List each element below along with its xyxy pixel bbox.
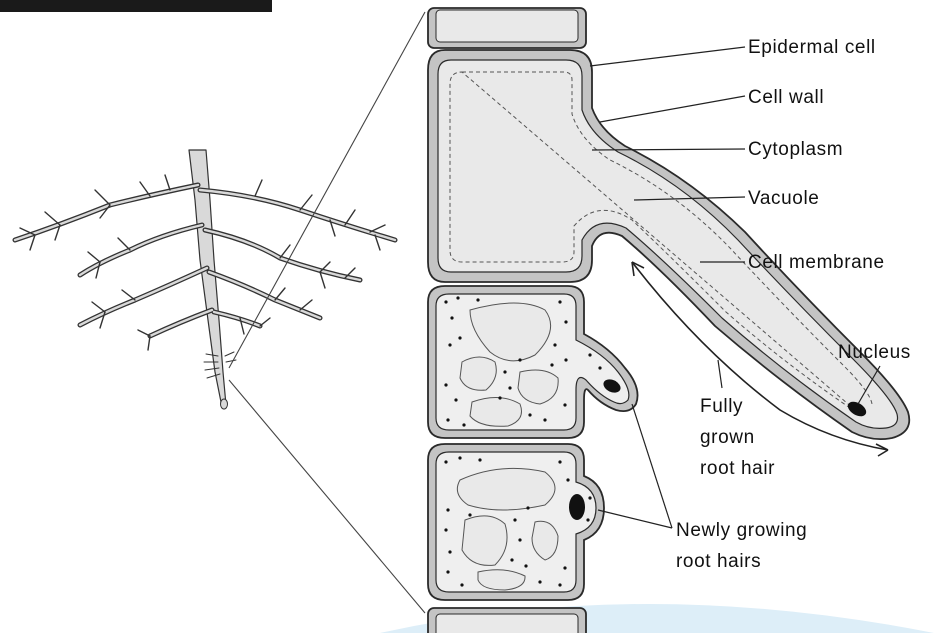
header-bar: [0, 0, 272, 12]
label-fully-grown-1: Fully: [700, 396, 743, 417]
label-nucleus: Nucleus: [838, 342, 911, 363]
label-epidermal-cell: Epidermal cell: [748, 37, 876, 58]
label-cell-wall: Cell wall: [748, 87, 824, 108]
label-vacuole: Vacuole: [748, 188, 819, 209]
nucleus-lower: [569, 494, 585, 520]
label-newly-growing-1: Newly growing: [676, 520, 807, 541]
lower-cell: [428, 444, 604, 600]
label-fully-grown-3: root hair: [700, 458, 775, 479]
middle-cell: [428, 286, 638, 438]
root-tip: [221, 399, 228, 409]
label-cytoplasm: Cytoplasm: [748, 139, 843, 160]
label-cell-membrane: Cell membrane: [748, 252, 885, 273]
zoom-lines: [229, 12, 425, 613]
label-newly-growing-2: root hairs: [676, 551, 761, 572]
label-fully-grown-2: grown: [700, 427, 755, 448]
